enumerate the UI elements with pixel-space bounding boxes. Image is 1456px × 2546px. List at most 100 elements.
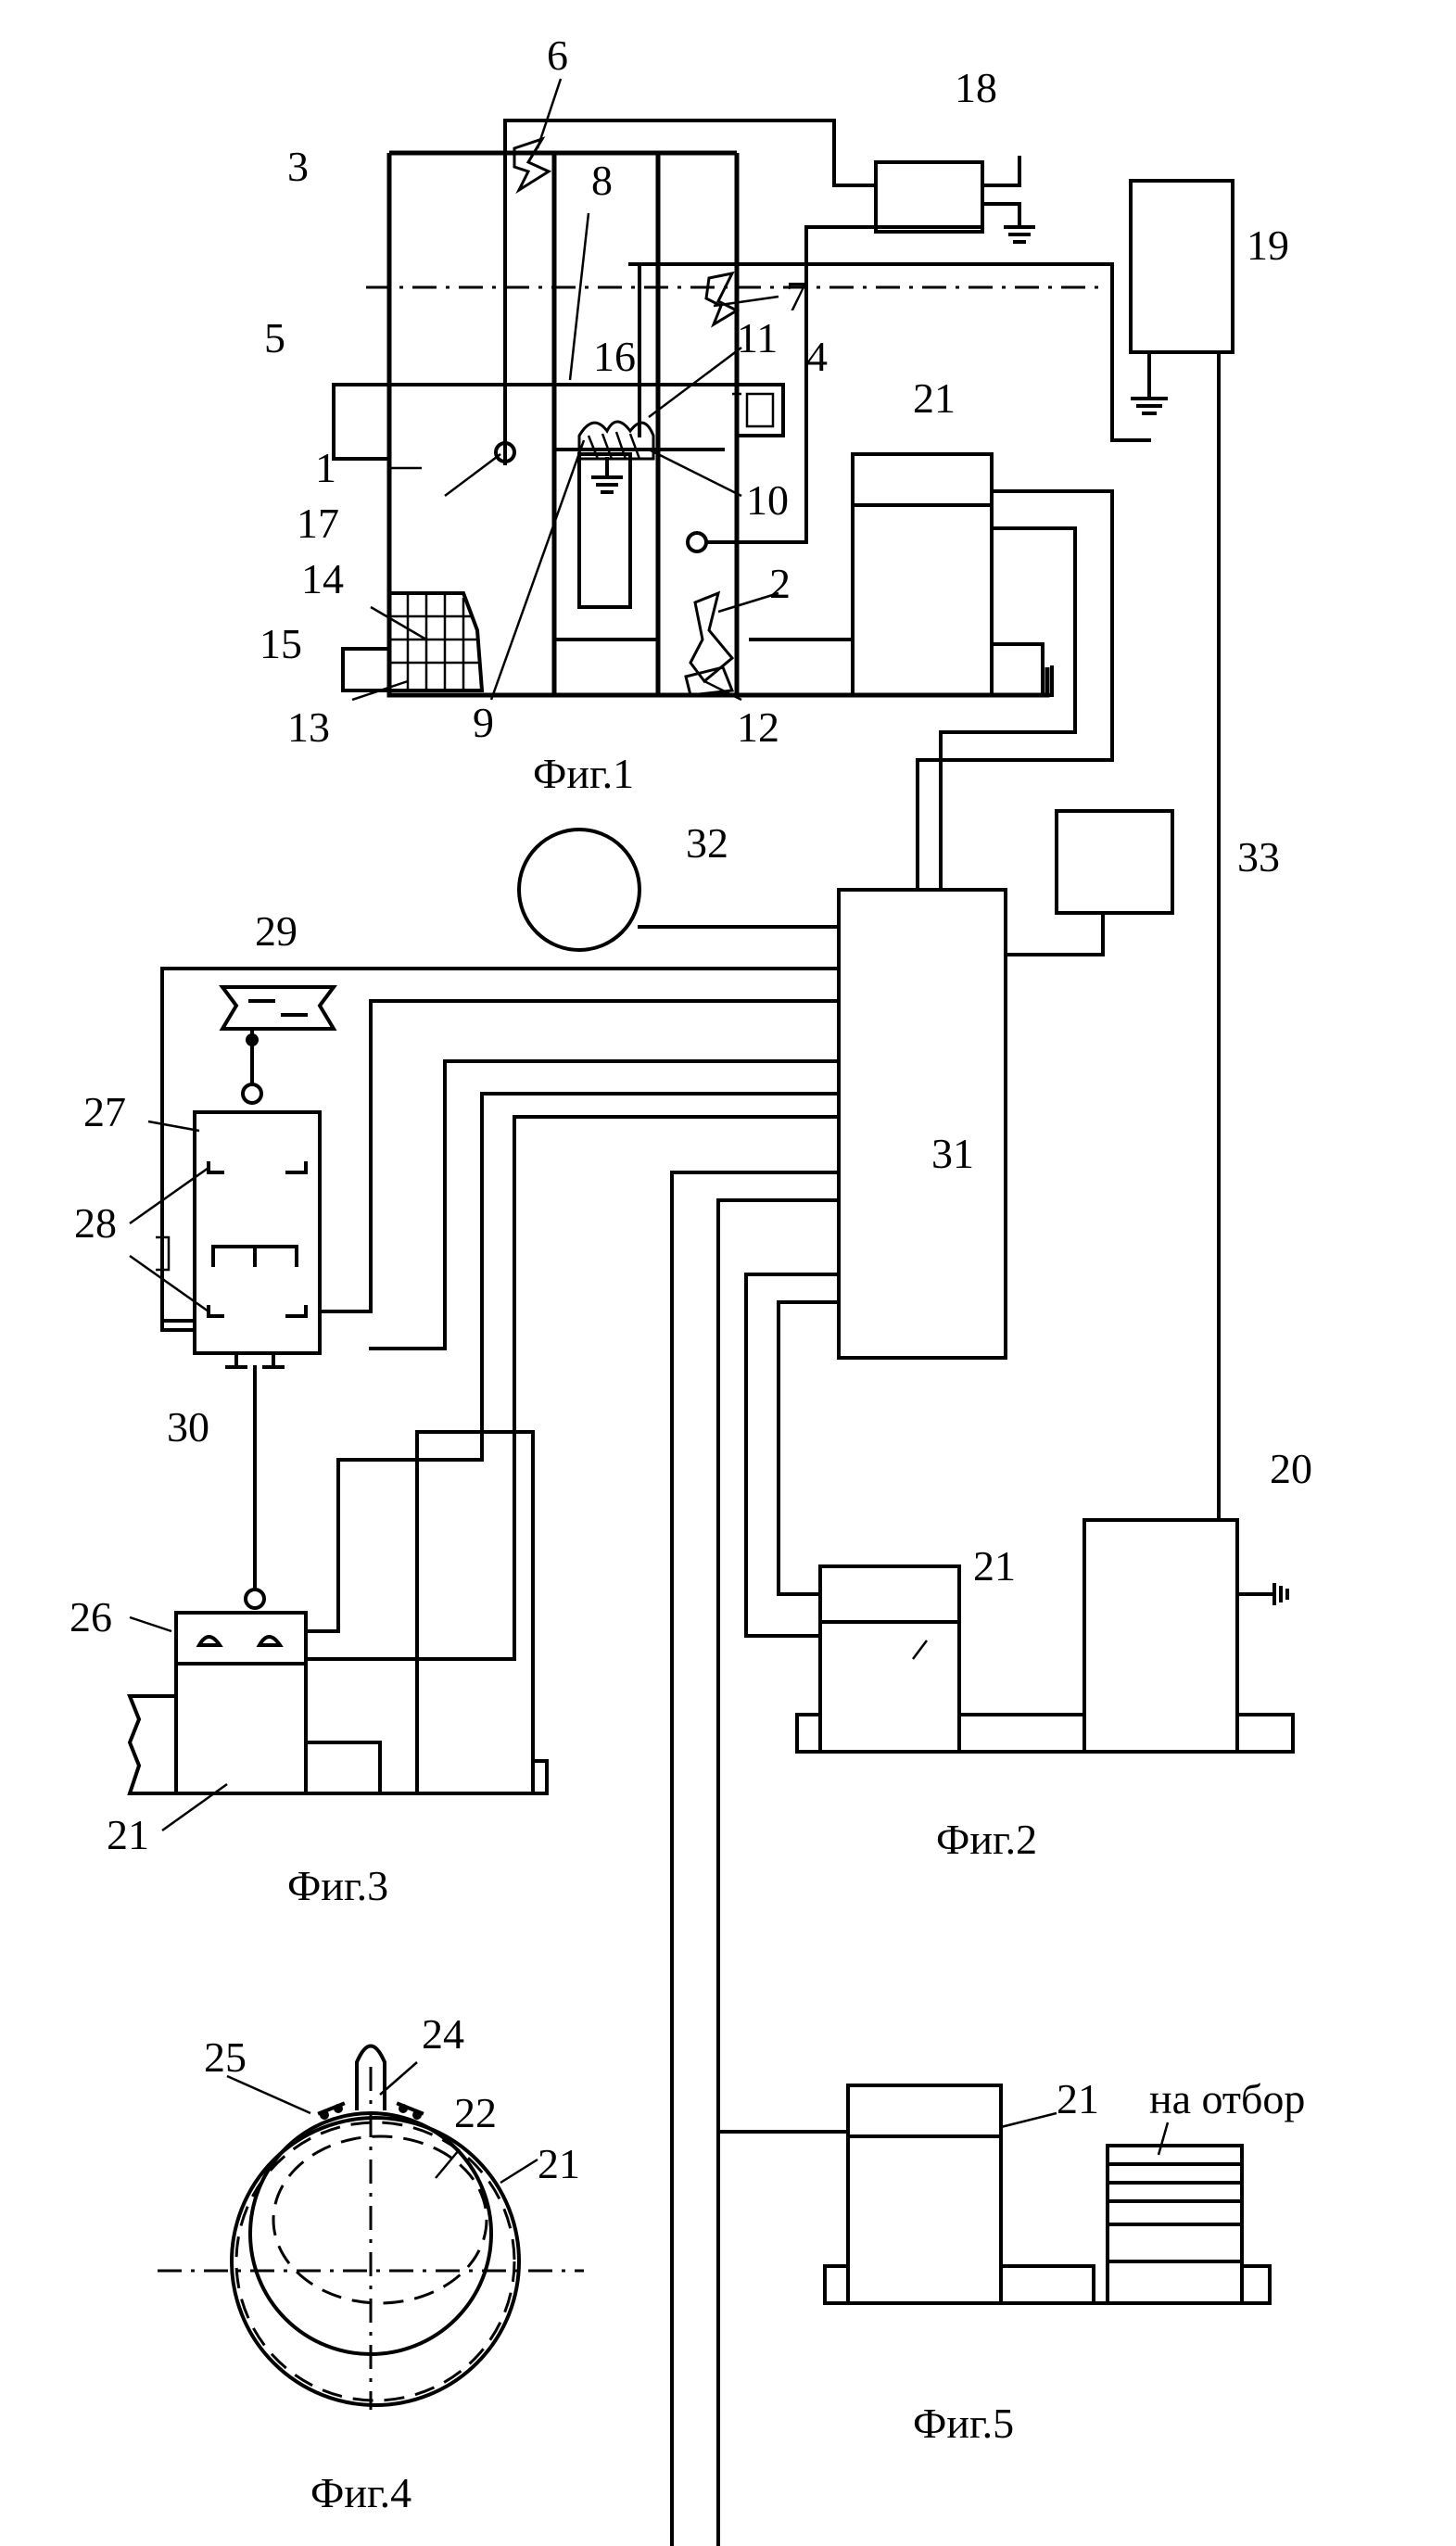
reference-numerals: 6 3 8 18 19 7 5 16 11 4 21 1 17 10 2 14 … bbox=[70, 32, 1312, 2187]
label-22: 22 bbox=[454, 2089, 497, 2136]
label-29: 29 bbox=[255, 907, 298, 955]
label-18: 18 bbox=[955, 64, 997, 111]
hook-30 bbox=[246, 1590, 264, 1608]
leader-25 bbox=[227, 2076, 310, 2113]
element-6 bbox=[514, 139, 549, 190]
sampling-rack-shelves bbox=[1108, 2164, 1242, 2261]
fig3-base bbox=[380, 1761, 547, 1793]
label-24: 24 bbox=[422, 2010, 464, 2058]
ground-18 bbox=[982, 204, 1033, 242]
label-33: 33 bbox=[1237, 833, 1280, 880]
label-13: 13 bbox=[287, 703, 330, 751]
label-26: 26 bbox=[70, 1593, 112, 1640]
annotation-to-sampling: на отбор bbox=[1149, 2075, 1305, 2122]
controller-31 bbox=[839, 890, 1006, 1358]
component-5 bbox=[334, 385, 389, 459]
element-2 bbox=[690, 593, 732, 681]
figure-captions: Фиг.1 Фиг.2 Фиг.3 Фиг.4 Фиг.5 bbox=[287, 750, 1037, 2516]
controller-group bbox=[162, 811, 1172, 2546]
wire-31-27-c bbox=[371, 1061, 839, 1349]
leader-21-fig3 bbox=[162, 1784, 227, 1830]
label-6: 6 bbox=[547, 32, 568, 79]
ground-20 bbox=[1237, 1585, 1287, 1603]
caption-fig3: Фиг.3 bbox=[287, 1862, 388, 1909]
element-29-hatch bbox=[250, 1001, 306, 1015]
wire-31-27-a bbox=[162, 969, 839, 1321]
fig2-assembly bbox=[797, 1520, 1293, 1752]
label-32: 32 bbox=[686, 819, 728, 867]
line-to-19 bbox=[639, 264, 1149, 440]
leader-21-fig5 bbox=[1001, 2113, 1057, 2127]
label-21-fig4: 21 bbox=[538, 2140, 580, 2187]
element-29 bbox=[222, 987, 334, 1029]
dashed-contour bbox=[273, 2136, 487, 2303]
label-17: 17 bbox=[297, 500, 339, 547]
hook-27 bbox=[243, 1084, 261, 1103]
block-21-fig2 bbox=[820, 1566, 959, 1752]
component-18-out bbox=[982, 158, 1019, 185]
label-31: 31 bbox=[931, 1130, 974, 1177]
label-20: 20 bbox=[1270, 1445, 1312, 1492]
element-26 bbox=[199, 1637, 280, 1645]
wire-31-27-b bbox=[320, 1001, 839, 1311]
leader-26 bbox=[130, 1617, 171, 1631]
block-21-fig3-step bbox=[306, 1742, 380, 1793]
block-21-fig3-side bbox=[130, 1696, 176, 1793]
fig2-mark bbox=[913, 1640, 927, 1659]
block-21-fig5 bbox=[848, 2085, 1001, 2303]
label-14: 14 bbox=[301, 555, 344, 602]
wire-31-fig5-b bbox=[718, 1200, 848, 2546]
contact-28-lower bbox=[209, 1307, 222, 1316]
leader-27 bbox=[148, 1121, 199, 1131]
grid-14 bbox=[389, 593, 482, 690]
label-21-fig3: 21 bbox=[107, 1811, 149, 1858]
base-15 bbox=[343, 649, 389, 690]
ground-19 bbox=[1133, 352, 1166, 413]
wire-31-fig2-a bbox=[746, 1274, 839, 1636]
label-28: 28 bbox=[74, 1199, 117, 1247]
component-18 bbox=[876, 162, 982, 232]
block-21-fig3 bbox=[176, 1613, 306, 1793]
label-30: 30 bbox=[167, 1403, 209, 1450]
element-33 bbox=[1057, 811, 1172, 913]
caption-fig1: Фиг.1 bbox=[533, 750, 634, 797]
label-2: 2 bbox=[769, 560, 791, 607]
fig1-21-link-a bbox=[918, 491, 1112, 890]
wire-31-fig2-b bbox=[779, 1302, 839, 1594]
caption-fig2: Фиг.2 bbox=[936, 1816, 1037, 1863]
leader-sampling bbox=[1158, 2122, 1168, 2155]
link-33-31 bbox=[1006, 913, 1103, 955]
fig5-link bbox=[1001, 2266, 1094, 2303]
label-7: 7 bbox=[786, 272, 807, 320]
block-21-fig1 bbox=[853, 454, 992, 695]
label-21-fig1: 21 bbox=[913, 374, 956, 422]
contact-upper-right bbox=[287, 1163, 306, 1172]
fig2-base bbox=[797, 1715, 1293, 1752]
box-27-feet bbox=[227, 1353, 283, 1367]
caption-fig4: Фиг.4 bbox=[310, 2469, 411, 2516]
probe-right bbox=[688, 533, 706, 551]
leader-21-fig4 bbox=[500, 2160, 538, 2183]
wire-fig5-a-end bbox=[672, 1172, 848, 2546]
contact-lower-right bbox=[287, 1307, 306, 1316]
label-12: 12 bbox=[737, 703, 779, 751]
fig1-21-step bbox=[992, 644, 1043, 695]
label-25: 25 bbox=[204, 2033, 247, 2081]
label-5: 5 bbox=[264, 314, 285, 361]
component-19 bbox=[1131, 181, 1233, 352]
ground-16 bbox=[593, 459, 621, 492]
label-4: 4 bbox=[806, 333, 828, 380]
component-4-inner bbox=[747, 394, 773, 426]
tank-outline bbox=[389, 153, 1047, 695]
label-16: 16 bbox=[593, 333, 636, 380]
fig4-assembly bbox=[158, 2046, 584, 2411]
component-4 bbox=[737, 385, 783, 436]
wire-31-fig5-a bbox=[672, 1172, 839, 2546]
fig5-base bbox=[825, 2266, 1270, 2303]
label-21-fig2: 21 bbox=[973, 1542, 1016, 1590]
element-32 bbox=[519, 830, 639, 950]
wire-31-21-fig3-b bbox=[306, 1117, 839, 1659]
label-27: 27 bbox=[83, 1088, 126, 1135]
label-8: 8 bbox=[591, 157, 613, 204]
